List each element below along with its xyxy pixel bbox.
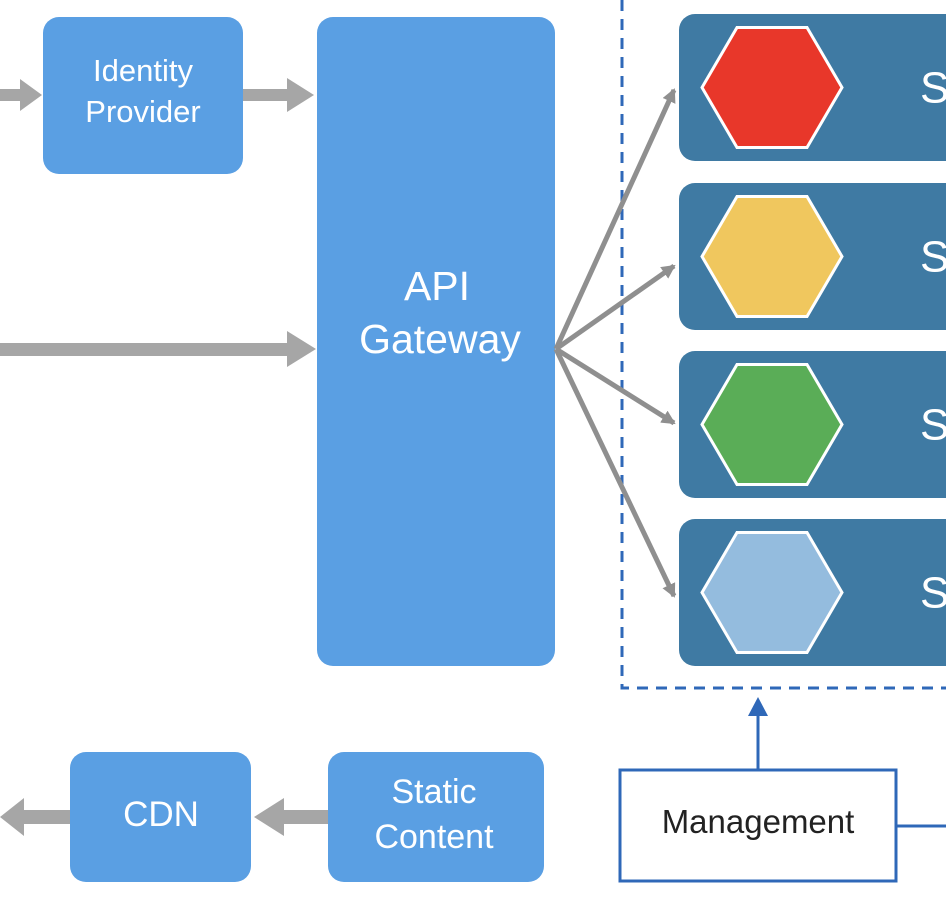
service-hexagon-icon: [700, 531, 844, 654]
identity-provider-label-line1: Identity: [93, 53, 193, 88]
management-label: Management: [662, 803, 855, 840]
service-panel-2[interactable]: S: [679, 183, 946, 330]
api-gateway-label-line2: Gateway: [359, 316, 521, 362]
cdn-label: CDN: [123, 795, 199, 834]
management-node[interactable]: Management: [618, 768, 898, 883]
services-boundary: [620, 0, 946, 690]
service-label: S: [920, 401, 946, 450]
services-group: S S S S: [679, 14, 946, 666]
service-hexagon-icon: [700, 363, 844, 486]
arrow-management-to-services: [748, 697, 768, 770]
arrow-static-to-cdn: [254, 798, 328, 836]
arrow-into-identity-provider: [0, 79, 42, 111]
gateway-to-services-arrows: [553, 88, 677, 598]
static-content-label-line2: Content: [374, 818, 494, 856]
static-content-node[interactable]: Static Content: [328, 752, 544, 882]
static-content-label-line1: Static: [391, 773, 476, 811]
service-panel-4[interactable]: S: [679, 519, 946, 666]
api-gateway-node[interactable]: API Gateway: [317, 17, 555, 666]
arrow-to-service-3: [554, 346, 676, 426]
service-label: S: [920, 569, 946, 618]
identity-provider-label-line2: Provider: [85, 94, 200, 129]
service-hexagon-icon: [700, 195, 844, 318]
service-panel-3[interactable]: S: [679, 351, 946, 498]
arrow-to-service-2: [554, 263, 676, 352]
service-hexagon-icon: [700, 26, 844, 149]
service-label: S: [920, 233, 946, 282]
service-panel-1[interactable]: S: [679, 14, 946, 161]
service-label: S: [920, 64, 946, 113]
cdn-node[interactable]: CDN: [70, 752, 251, 882]
arrow-cdn-to-clients: [0, 798, 70, 836]
arrow-to-service-4: [553, 347, 677, 598]
api-gateway-label-line1: API: [404, 263, 470, 309]
arrow-client-to-gateway: [0, 331, 316, 367]
arrow-to-service-1: [553, 88, 677, 351]
identity-provider-node[interactable]: Identity Provider: [43, 17, 243, 174]
arrow-identity-to-gateway: [243, 78, 314, 112]
